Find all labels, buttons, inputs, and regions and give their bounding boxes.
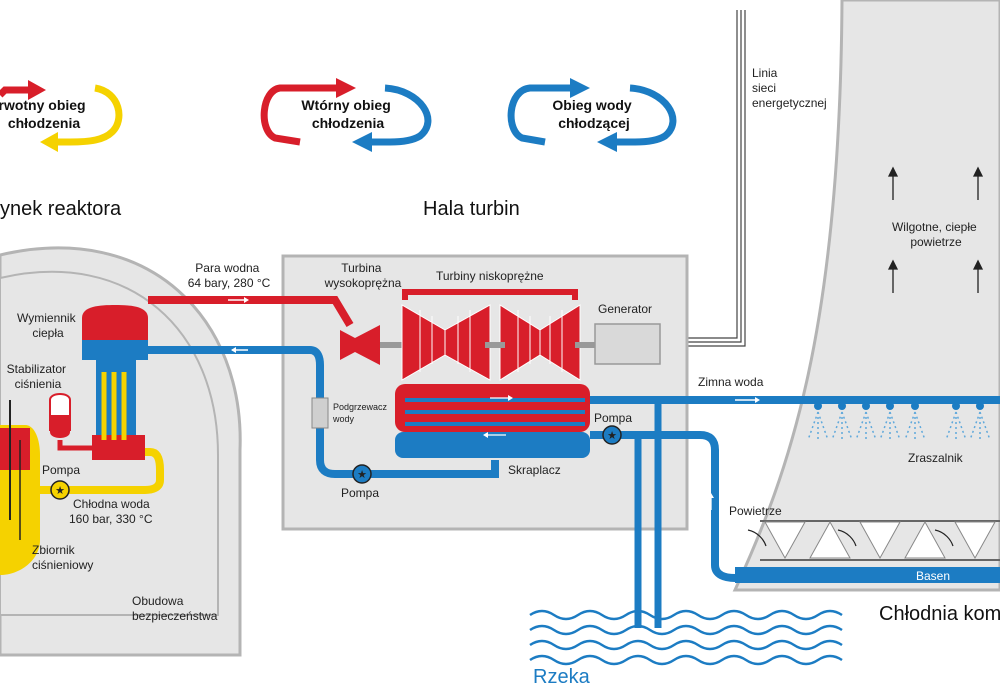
steam-generator: [82, 305, 148, 460]
legend-secondary: Wtórny obieg chłodzenia: [260, 78, 432, 152]
hp-turbine-label: Turbina wysokoprężna: [324, 261, 402, 290]
primary-pump: ★: [50, 480, 70, 500]
preheater-label: Podgrzewacz wody: [332, 402, 390, 424]
air-label: Powietrze: [729, 504, 782, 518]
generator: [594, 323, 661, 365]
heat-exchanger-label: Wymiennik ciepła: [17, 311, 79, 340]
svg-text:★: ★: [55, 484, 65, 497]
pressure-vessel-label: Zbiornik ciśnieniowy: [32, 543, 93, 572]
condenser: [395, 384, 590, 458]
river-intake-pipes: [634, 400, 662, 628]
svg-text:★: ★: [357, 468, 367, 481]
sprinklers: [814, 402, 984, 410]
river-waves: [529, 609, 843, 666]
svg-text:★: ★: [607, 429, 617, 442]
secondary-pump-label: Pompa: [341, 486, 379, 500]
svg-text:rwotny obieg chłodzenia: rwotny obieg chłodzenia: [0, 97, 90, 131]
pressurizer: [49, 393, 92, 451]
containment-label: Obudowa bezpieczeństwa: [132, 594, 218, 623]
cooling-pump-label: Pompa: [594, 411, 632, 425]
lp-turbines-label: Turbiny niskoprężne: [436, 269, 544, 283]
primary-pump-label: Pompa: [42, 463, 80, 477]
cold-water-label: Zimna woda: [698, 375, 764, 389]
cooling-water-label: Chłodna woda 160 bar, 330 °C: [69, 497, 153, 526]
power-line-label: Linia sieci energetycznej: [752, 66, 827, 110]
cooling-tower-title: Chłodnia kom: [879, 603, 1000, 625]
preheater: [311, 397, 329, 429]
cooling-fill: [760, 520, 1000, 561]
humid-air-arrows: [887, 166, 984, 293]
pressurizer-label: Stabilizator ciśnienia: [7, 362, 70, 391]
cooling-pump: ★: [602, 425, 622, 445]
humid-air-label: Wilgotne, ciepłe powietrze: [892, 220, 980, 249]
steam-line: [148, 296, 354, 328]
basin: [735, 567, 1000, 583]
reactor-building-title: ynek reaktora: [0, 198, 122, 220]
turbine-hall-title: Hala turbin: [423, 198, 520, 220]
legend-cooling: Obieg wody chłodzącej: [507, 78, 677, 152]
river-label: Rzeka: [533, 666, 591, 685]
hp-turbine: [340, 325, 402, 365]
generator-label: Generator: [598, 302, 652, 316]
svg-text:Obieg wody chłodzącej: Obieg wody chłodzącej: [552, 97, 635, 131]
lp-turbines: [401, 289, 595, 381]
svg-text:Wtórny obieg chłodzenia: Wtórny obieg chłodzenia: [301, 97, 394, 131]
feedwater-line: [148, 346, 499, 478]
condenser-label: Skraplacz: [508, 463, 561, 477]
legend-primary: rwotny obieg chłodzenia: [0, 80, 123, 152]
steam-label: Para wodna 64 bary, 280 °C: [188, 261, 271, 290]
secondary-pump: ★: [352, 464, 372, 484]
reactor-vessel: [0, 400, 40, 575]
sprinkler-label: Zraszalnik: [908, 451, 964, 465]
basin-label: Basen: [916, 569, 950, 583]
basin-return-line: [590, 431, 1000, 582]
air-flow-arrows: [747, 529, 954, 547]
